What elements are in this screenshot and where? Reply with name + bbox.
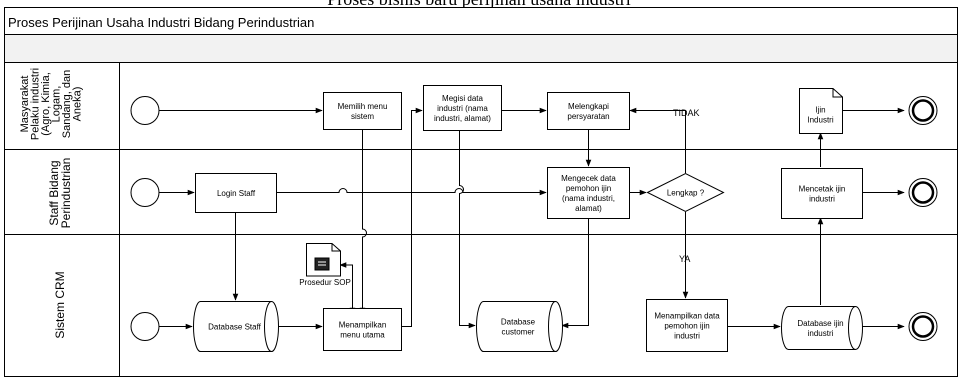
node-prosedur-sop: Prosedur SOP xyxy=(299,243,351,287)
node-db-staff: Database Staff xyxy=(193,301,279,352)
node-end-1 xyxy=(908,96,938,125)
edge-label-tidak: TIDAK xyxy=(673,108,700,118)
edge-memilih-menampilkan xyxy=(359,129,367,315)
node-end-3 xyxy=(908,312,938,341)
lane-label-line: Aneka) xyxy=(71,87,83,122)
svg-text:MasyarakatPelaku industri(Agro: MasyarakatPelaku industri(Agro, Kimia,Lo… xyxy=(19,68,84,140)
edge-menampilkan-megisi xyxy=(401,107,423,327)
edge-login-mengecek xyxy=(276,188,547,196)
flow-edges xyxy=(159,107,905,330)
node-start-2 xyxy=(130,178,160,207)
node-start-3 xyxy=(130,312,160,341)
svg-text:Sistem CRM: Sistem CRM xyxy=(53,271,67,338)
pool-title: Proses Perijinan Usaha Industri Bidang P… xyxy=(8,15,314,30)
node-end-2 xyxy=(908,178,938,207)
lane-label-line: Sistem CRM xyxy=(53,271,67,338)
node-start-1 xyxy=(130,96,160,125)
lane-label-line: Masyarakat xyxy=(19,76,31,133)
edge-lengkap-melengkapi-tidak xyxy=(629,107,686,173)
lane-label-line: Staff Bidang xyxy=(47,160,61,225)
lane-label-staff: Staff BidangPerindustrian xyxy=(47,158,73,229)
lane-label-line: Perindustrian xyxy=(59,158,73,229)
node-label: Login Staff xyxy=(217,189,256,198)
edge-label-ya: YA xyxy=(679,254,690,264)
node-login-staff: Login Staff xyxy=(195,173,277,213)
lane-label-line: Pelaku industri xyxy=(29,68,41,140)
lane-label-masyarakat: MasyarakatPelaku industri(Agro, Kimia,Lo… xyxy=(19,68,84,140)
lane-label-line: Logam, xyxy=(50,86,62,123)
sop-document-icon xyxy=(314,257,330,271)
lane-label-line: Sandang, dan xyxy=(61,70,73,139)
edge-sop-menampilkan xyxy=(339,262,356,315)
lane-label-line: (Agro, Kimia, xyxy=(40,72,52,136)
node-label: Prosedur SOP xyxy=(299,278,351,287)
lane-label-crm: Sistem CRM xyxy=(53,271,67,338)
edge-megisi-dbcustomer xyxy=(459,130,476,329)
edge-mengecek-dbcustomer xyxy=(561,218,589,329)
svg-text:Staff BidangPerindustrian: Staff BidangPerindustrian xyxy=(47,158,73,229)
node-label: Database Staff xyxy=(208,322,262,331)
node-label: Lengkap ? xyxy=(667,188,705,197)
diagram-caption: Proses bisnis baru perijinan usaha indus… xyxy=(0,0,958,10)
node-lengkap: Lengkap ? xyxy=(646,172,725,213)
